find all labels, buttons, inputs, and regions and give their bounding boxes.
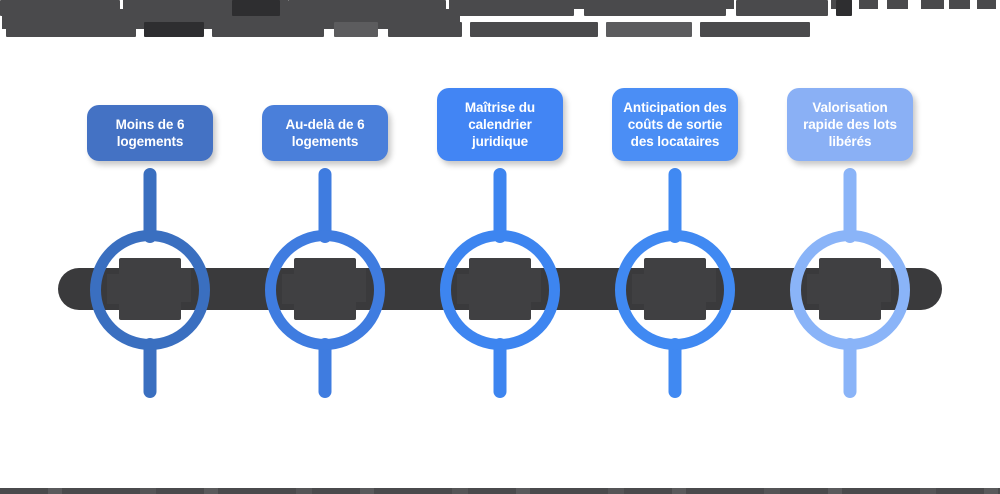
node-label-box-1[interactable]: Moins de 6 logements	[87, 105, 213, 161]
caption-redaction-segment-3	[232, 0, 280, 16]
node-connector-bottom-3	[493, 338, 507, 398]
caption-redaction-segment-16	[700, 22, 810, 37]
node-label-text-3: Maîtrise du calendrier juridique	[464, 100, 536, 149]
node-label-text-2: Au-delà de 6 logements	[285, 117, 365, 149]
caption-redaction-segment-1	[0, 0, 120, 16]
node-label-text-5: Valorisation rapide des lots libérés	[803, 100, 897, 149]
node-ring-4[interactable]	[615, 230, 735, 350]
node-connector-bottom-5	[843, 338, 857, 398]
caption-redaction-segment-12	[334, 22, 378, 37]
node-ring-5[interactable]	[790, 230, 910, 350]
timeline-node-3[interactable]: Maîtrise du calendrier juridique	[400, 0, 600, 494]
node-label-box-4[interactable]: Anticipation des coûts de sortie des loc…	[612, 88, 738, 161]
node-connector-bottom-4	[668, 338, 682, 398]
node-connector-top-5	[843, 168, 857, 243]
caption-redaction-segment-15	[606, 22, 692, 37]
node-ring-1[interactable]	[90, 230, 210, 350]
timeline-node-5[interactable]: Valorisation rapide des lots libérés	[750, 0, 950, 494]
caption-redaction-segment-4	[288, 0, 446, 16]
caption-redaction-segment-13	[388, 22, 462, 37]
caption-redaction-segment-2	[128, 0, 226, 16]
caption-redaction-segment-5	[456, 0, 574, 16]
timeline-node-2[interactable]: Au-delà de 6 logements	[225, 0, 425, 494]
timeline-node-1[interactable]: Moins de 6 logements	[50, 0, 250, 494]
node-connector-top-4	[668, 168, 682, 243]
node-connector-top-1	[143, 168, 157, 243]
caption-redaction-segment-8	[836, 0, 852, 16]
caption-redaction-segment-7	[736, 0, 828, 16]
footer-caption	[0, 0, 852, 71]
node-connector-bottom-2	[318, 338, 332, 398]
timeline-node-4[interactable]: Anticipation des coûts de sortie des loc…	[575, 0, 775, 494]
node-label-box-3[interactable]: Maîtrise du calendrier juridique	[437, 88, 563, 161]
caption-redaction-segment-9	[6, 22, 136, 37]
caption-redaction-segment-10	[144, 22, 204, 37]
caption-redaction-segment-11	[212, 22, 324, 37]
node-connector-top-3	[493, 168, 507, 243]
node-label-box-5[interactable]: Valorisation rapide des lots libérés	[787, 88, 913, 161]
node-ring-3[interactable]	[440, 230, 560, 350]
node-label-text-1: Moins de 6 logements	[115, 117, 185, 149]
node-connector-top-2	[318, 168, 332, 243]
node-label-text-4: Anticipation des coûts de sortie des loc…	[623, 100, 727, 149]
node-ring-2[interactable]	[265, 230, 385, 350]
node-label-box-2[interactable]: Au-delà de 6 logements	[262, 105, 388, 161]
caption-redaction-segment-6	[584, 0, 726, 16]
caption-redaction-segment-14	[470, 22, 598, 37]
node-connector-bottom-1	[143, 338, 157, 398]
